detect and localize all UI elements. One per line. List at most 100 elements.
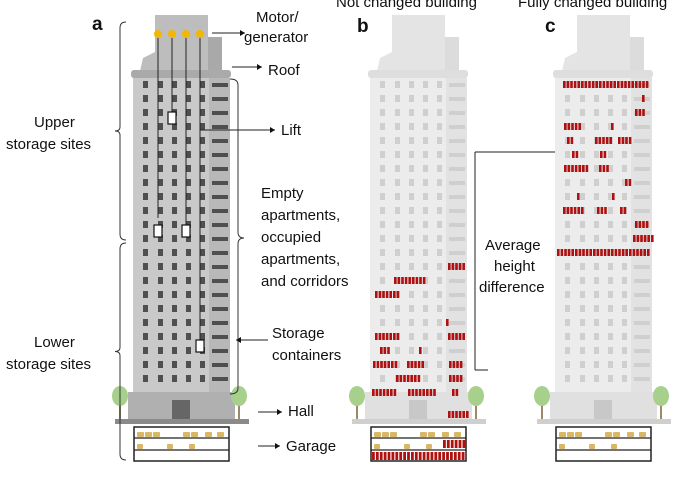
building-c-window (622, 361, 627, 368)
building-b-window (380, 179, 385, 186)
storage-container (446, 440, 450, 448)
building-b-window (423, 277, 428, 284)
storage-container (426, 452, 430, 460)
storage-container (573, 81, 577, 88)
label-lower: Lower (34, 334, 75, 351)
storage-container (375, 389, 379, 396)
building-a-roof-ledge (131, 70, 231, 78)
panel-label-c: c (545, 16, 556, 37)
label-motor: Motor/ (256, 9, 299, 26)
building-a-window (158, 375, 163, 382)
car-icon (454, 432, 461, 437)
building-c-window (565, 95, 570, 102)
building-b-window (423, 249, 428, 256)
building-c-roof-ledge (553, 70, 653, 78)
building-a-window (172, 137, 177, 144)
storage-container (628, 137, 632, 144)
building-a-window (186, 249, 191, 256)
storage-container (385, 291, 389, 298)
storage-container (396, 291, 400, 298)
building-b-window (395, 81, 400, 88)
storage-container (462, 333, 465, 340)
building-b-window (437, 151, 442, 158)
storage-container (557, 249, 560, 256)
building-a-window (158, 165, 163, 172)
building-b-window (395, 137, 400, 144)
storage-container (406, 375, 410, 382)
building-a-window (186, 291, 191, 298)
building-a-window (158, 179, 163, 186)
storage-container (570, 137, 574, 144)
car-icon (442, 432, 449, 437)
storage-container (600, 207, 604, 214)
tree-trunk (356, 397, 358, 419)
building-a-corridor-window (212, 111, 228, 115)
building-b-window (409, 193, 414, 200)
arrowhead-icon (277, 409, 282, 415)
building-b-window (409, 165, 414, 172)
building-b-window (423, 193, 428, 200)
building-a-corridor-window (212, 363, 228, 367)
building-a-window (200, 375, 205, 382)
building-b-window (409, 123, 414, 130)
storage-container (383, 361, 387, 368)
building-a-corridor-window (212, 209, 228, 213)
building-a-window (186, 81, 191, 88)
building-a-tower-top (155, 15, 208, 71)
storage-container (394, 361, 398, 368)
building-b-window (380, 207, 385, 214)
building-c-window (580, 95, 585, 102)
building-c-window (622, 221, 627, 228)
storage-container (566, 207, 570, 214)
storage-container (602, 165, 606, 172)
building-b-corridor-window (449, 139, 465, 143)
building-a-corridor-window (212, 195, 228, 199)
building-b-window (423, 179, 428, 186)
building-c-window (622, 305, 627, 312)
building-a-window (200, 263, 205, 270)
storage-container (571, 249, 574, 256)
building-a-window (158, 333, 163, 340)
storage-container (647, 235, 650, 242)
building-a-window (172, 319, 177, 326)
building-c-ground (537, 419, 671, 424)
building-b-corridor-window (449, 83, 465, 87)
building-b-window (380, 319, 385, 326)
storage-container (395, 452, 399, 460)
building-a-window (172, 221, 177, 228)
car-icon (382, 432, 389, 437)
building-b-window (395, 319, 400, 326)
building-b-corridor-window (449, 223, 465, 227)
building-c-window (622, 137, 627, 144)
building-b-window (423, 263, 428, 270)
storage-container (600, 249, 603, 256)
storage-container (620, 81, 624, 88)
arrowhead-icon (236, 337, 241, 343)
storage-container (462, 263, 465, 270)
label-upper: Upper (34, 114, 75, 131)
tree-trunk (238, 397, 240, 419)
building-c-window (580, 179, 585, 186)
panel-label-a: a (92, 14, 103, 35)
storage-container (564, 123, 567, 130)
building-c-window (608, 235, 613, 242)
building-b-corridor-window (449, 307, 465, 311)
storage-container (399, 375, 403, 382)
storage-container (645, 221, 649, 228)
building-a-window (172, 347, 177, 354)
building-c-window (594, 109, 599, 116)
building-c-window (594, 123, 599, 130)
building-b-window (395, 305, 400, 312)
storage-container (574, 123, 578, 130)
storage-container (422, 452, 426, 460)
storage-container (571, 123, 574, 130)
building-a-window (143, 277, 148, 284)
building-a-window (158, 207, 163, 214)
storage-container (609, 137, 612, 144)
storage-container (422, 277, 426, 284)
building-c-window (580, 137, 585, 144)
storage-container (419, 277, 422, 284)
motor-icon (168, 30, 176, 38)
storage-container (454, 440, 458, 448)
